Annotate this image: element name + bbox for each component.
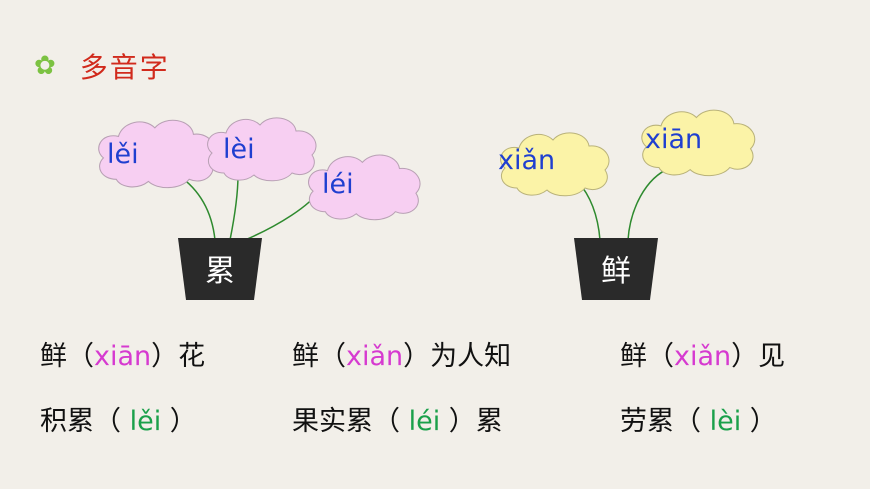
flower-label: xiān <box>645 124 702 155</box>
flowers-lei <box>98 117 421 221</box>
example-item: 劳累（ lèi ） <box>620 399 777 438</box>
example-text: 积累（ <box>40 405 130 437</box>
example-text: 鲜（ <box>40 340 94 372</box>
answer-pinyin: lěi <box>129 405 162 437</box>
example-item: 鲜（xiān）花 <box>40 334 292 373</box>
pot-character: 累 <box>205 254 235 289</box>
answer-pinyin: xiǎn <box>674 340 732 372</box>
flower-pot <box>178 238 262 300</box>
example-item: 果实累（ léi ）累 <box>292 399 620 438</box>
example-item: 积累（ lěi ） <box>40 399 292 438</box>
flower-icon: ✿ <box>34 51 56 81</box>
answer-pinyin: léi <box>408 405 441 437</box>
example-text: 鲜（ <box>292 340 346 372</box>
example-item: 鲜（xiǎn）为人知 <box>292 334 620 373</box>
stems-lei <box>177 174 319 241</box>
example-row-1: 鲜（xiān）花 鲜（xiǎn）为人知 鲜（xiǎn）见 <box>40 333 785 373</box>
example-text: ）花 <box>151 340 206 372</box>
example-text: ）见 <box>731 340 786 372</box>
example-text: ） <box>741 405 777 437</box>
flower-label: lěi <box>107 139 139 170</box>
example-text: 劳累（ <box>620 405 710 437</box>
answer-pinyin: xiān <box>94 340 152 372</box>
section-header: ✿ 多音字 <box>34 48 170 84</box>
example-text: 果实累（ <box>292 405 409 437</box>
example-text: ） <box>161 405 197 437</box>
example-text: 鲜（ <box>620 340 674 372</box>
answer-pinyin: lèi <box>709 405 742 437</box>
flower-label: xiǎn <box>498 145 555 176</box>
answer-pinyin: xiǎn <box>346 340 404 372</box>
example-row-2: 积累（ lěi ） 果实累（ léi ）累 劳累（ lèi ） <box>40 398 777 438</box>
example-text: ）为人知 <box>403 340 512 372</box>
flower-pot <box>574 238 658 300</box>
flower-label: lèi <box>223 134 255 165</box>
section-title: 多音字 <box>79 51 170 84</box>
flower-label: léi <box>322 169 354 200</box>
pot-character: 鲜 <box>601 254 631 289</box>
example-item: 鲜（xiǎn）见 <box>620 334 785 373</box>
example-text: ）累 <box>440 405 503 437</box>
